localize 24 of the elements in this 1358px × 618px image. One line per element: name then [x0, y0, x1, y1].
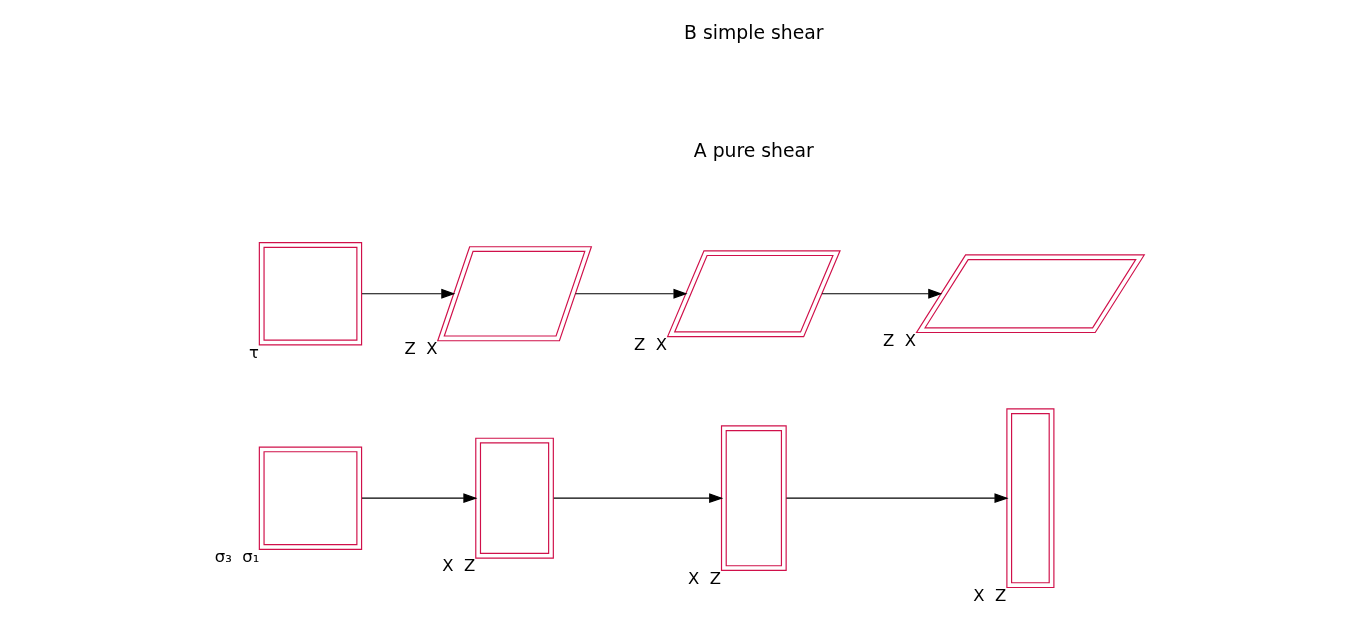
label: A pure shear: [693, 140, 814, 162]
arrow: [785, 493, 1009, 504]
node-picture: [1005, 408, 1054, 589]
node-picture: [720, 425, 787, 572]
node-picture: [436, 246, 592, 342]
arrow: [360, 288, 455, 299]
label: B simple shear: [683, 21, 824, 43]
node-picture: [474, 437, 554, 559]
node-label: X Z: [972, 585, 1006, 605]
arrow: [574, 288, 688, 299]
node-label: Z X: [882, 330, 916, 350]
node-label: τ: [248, 343, 259, 362]
node-label: Z X: [633, 334, 667, 354]
node-picture: [914, 254, 1145, 334]
node-picture: [258, 446, 362, 550]
node-label: σ₃ σ₁: [214, 547, 259, 567]
node-picture: [666, 250, 841, 338]
arrow: [552, 493, 723, 504]
node-label: Z X: [403, 338, 437, 358]
arrow: [821, 288, 942, 299]
node-label: X Z: [687, 568, 721, 588]
arrow: [360, 493, 477, 504]
node-picture: [258, 242, 362, 346]
node-label: X Z: [441, 556, 475, 576]
